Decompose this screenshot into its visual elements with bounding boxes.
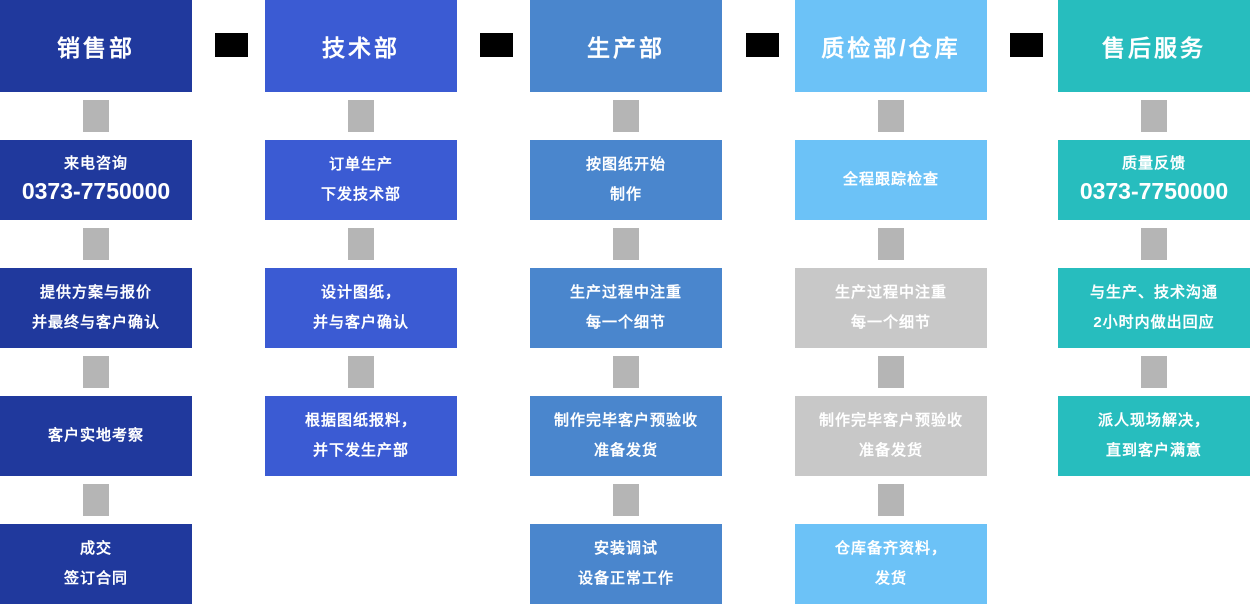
step-box-qa-2: 生产过程中注重 每一个细节 (795, 268, 987, 348)
column-sales: 销售部 来电咨询 0373-7750000 提供方案与报价 并最终与客户确认 客… (0, 0, 192, 604)
step-line: 制作完毕客户预验收 (553, 412, 698, 429)
step-line: 全程跟踪检查 (842, 170, 939, 188)
step-line: 下发技术部 (320, 185, 401, 203)
step-line: 准备发货 (858, 441, 923, 459)
connector-down (1141, 228, 1167, 260)
step-line: 来电咨询 (63, 154, 128, 172)
column-header-label: 售后服务 (1102, 35, 1206, 61)
step-box-service-3: 派人现场解决， 直到客户满意 (1058, 396, 1250, 476)
step-box-service-2: 与生产、技术沟通 2小时内做出回应 (1058, 268, 1250, 348)
column-header-production: 生产部 (530, 0, 722, 92)
step-line: 提供方案与报价 (39, 284, 152, 301)
step-line: 每一个细节 (850, 313, 931, 331)
connector-down (613, 100, 639, 132)
column-header-sales: 销售部 (0, 0, 192, 92)
connector-down (878, 100, 904, 132)
step-line: 制作 (609, 185, 642, 203)
step-box-service-1: 质量反馈 0373-7750000 (1058, 140, 1250, 220)
step-line: 并最终与客户确认 (31, 313, 160, 331)
step-box-sales-4: 成交 签订合同 (0, 524, 192, 604)
step-line: 并下发生产部 (312, 441, 409, 459)
connector-down (1141, 356, 1167, 388)
phone-number: 0373-7750000 (21, 178, 171, 205)
connector-down (613, 228, 639, 260)
column-header-label: 销售部 (57, 35, 135, 61)
column-header-label: 技术部 (322, 35, 400, 61)
arrow-icon (215, 33, 248, 57)
step-box-qa-4: 仓库备齐资料， 发货 (795, 524, 987, 604)
step-line: 订单生产 (328, 156, 393, 173)
step-line: 仓库备齐资料， (834, 540, 947, 557)
column-header-qa-warehouse: 质检部/仓库 (795, 0, 987, 92)
step-line: 直到客户满意 (1105, 441, 1202, 459)
connector-down (878, 228, 904, 260)
column-tech: 技术部 订单生产 下发技术部 设计图纸， 并与客户确认 根据图纸报料， 并下发生… (265, 0, 457, 476)
connector-down (348, 356, 374, 388)
step-line: 2小时内做出回应 (1093, 313, 1215, 331)
step-line: 与生产、技术沟通 (1089, 284, 1218, 301)
step-box-production-2: 生产过程中注重 每一个细节 (530, 268, 722, 348)
step-line: 根据图纸报料， (304, 412, 417, 429)
step-box-production-3: 制作完毕客户预验收 准备发货 (530, 396, 722, 476)
step-line: 生产过程中注重 (569, 284, 682, 301)
connector-down (348, 228, 374, 260)
column-header-label: 质检部/仓库 (821, 35, 961, 61)
step-line: 准备发货 (593, 441, 658, 459)
column-production: 生产部 按图纸开始 制作 生产过程中注重 每一个细节 制作完毕客户预验收 准备发… (530, 0, 722, 604)
step-box-qa-3: 制作完毕客户预验收 准备发货 (795, 396, 987, 476)
step-line: 成交 (79, 540, 112, 557)
step-line: 每一个细节 (585, 313, 666, 331)
connector-down (348, 100, 374, 132)
step-box-sales-1: 来电咨询 0373-7750000 (0, 140, 192, 220)
connector-down (878, 484, 904, 516)
step-box-sales-3: 客户实地考察 (0, 396, 192, 476)
step-line: 生产过程中注重 (834, 284, 947, 301)
step-line: 制作完毕客户预验收 (818, 412, 963, 429)
step-line: 设备正常工作 (577, 569, 674, 587)
step-line: 客户实地考察 (47, 426, 144, 444)
arrow-icon (1010, 33, 1043, 57)
phone-number: 0373-7750000 (1079, 178, 1229, 205)
step-box-tech-2: 设计图纸， 并与客户确认 (265, 268, 457, 348)
connector-down (878, 356, 904, 388)
step-box-qa-1: 全程跟踪检查 (795, 140, 987, 220)
arrow-icon (480, 33, 513, 57)
step-line: 质量反馈 (1121, 154, 1186, 172)
step-box-tech-1: 订单生产 下发技术部 (265, 140, 457, 220)
column-header-label: 生产部 (587, 35, 665, 61)
column-header-after-sales: 售后服务 (1058, 0, 1250, 92)
step-line: 并与客户确认 (312, 313, 409, 331)
connector-down (83, 228, 109, 260)
column-qa-warehouse: 质检部/仓库 全程跟踪检查 生产过程中注重 每一个细节 制作完毕客户预验收 准备… (795, 0, 987, 604)
step-line: 设计图纸， (320, 284, 401, 301)
column-header-tech: 技术部 (265, 0, 457, 92)
connector-down (613, 356, 639, 388)
step-box-tech-3: 根据图纸报料， 并下发生产部 (265, 396, 457, 476)
step-box-production-4: 安装调试 设备正常工作 (530, 524, 722, 604)
step-line: 按图纸开始 (585, 156, 666, 173)
connector-down (83, 100, 109, 132)
step-box-sales-2: 提供方案与报价 并最终与客户确认 (0, 268, 192, 348)
connector-down (613, 484, 639, 516)
connector-down (83, 356, 109, 388)
step-line: 签订合同 (63, 569, 128, 587)
step-line: 发货 (874, 569, 907, 587)
step-line: 安装调试 (593, 540, 658, 557)
column-after-sales: 售后服务 质量反馈 0373-7750000 与生产、技术沟通 2小时内做出回应… (1058, 0, 1250, 476)
step-line: 派人现场解决， (1097, 412, 1210, 429)
connector-down (83, 484, 109, 516)
connector-down (1141, 100, 1167, 132)
step-box-production-1: 按图纸开始 制作 (530, 140, 722, 220)
arrow-icon (746, 33, 779, 57)
